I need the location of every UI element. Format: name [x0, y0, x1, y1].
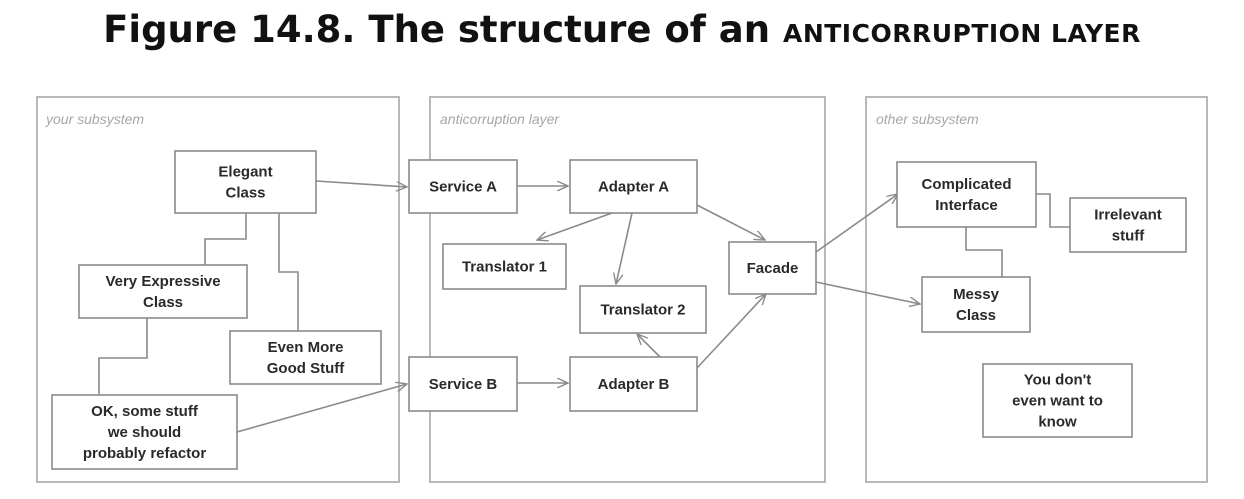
line-complicated-to-messy: [965, 227, 1003, 277]
box-text-line: we should: [107, 424, 181, 441]
line-elegant-to-very-expressive: [204, 213, 247, 265]
box-text-line: Adapter B: [598, 376, 670, 393]
box-text-line: Translator 2: [600, 302, 685, 319]
arrow-adapter-b-to-facade: [696, 294, 766, 369]
arrow-adapter-b-to-translator-2: [637, 334, 661, 358]
panel-label-your-subsystem: your subsystem: [45, 111, 144, 127]
box-text-service-b: Service B: [429, 376, 498, 393]
box-text-line: Class: [956, 307, 996, 324]
box-text-line: Service A: [429, 179, 497, 196]
box-text-line: Interface: [935, 197, 998, 214]
box-text-you-dont-even-want-to-know: You don't even want to know: [1012, 372, 1103, 431]
box-adapter-b: Adapter B: [569, 356, 698, 412]
box-text-line: know: [1038, 414, 1077, 431]
arrow-adapter-a-to-facade: [696, 204, 765, 240]
box-text-line: stuff: [1112, 228, 1145, 245]
line-complicated-to-irrelevant: [1036, 193, 1070, 228]
line-very-expressive-to-ok: [98, 318, 148, 395]
figure-title-smallcaps: ANTICORRUPTION LAYER: [782, 19, 1141, 48]
box-text-line: Class: [143, 294, 183, 311]
box-service-b: Service B: [408, 356, 518, 412]
arrow-adapter-a-to-translator-1: [537, 212, 613, 240]
arrow-elegant-to-service-a: [315, 180, 407, 187]
arrow-ok-to-service-b: [236, 384, 407, 433]
box-service-a: Service A: [408, 159, 518, 214]
figure-title: Figure 14.8. The structure of an ANTICOR…: [0, 8, 1244, 51]
box-text-adapter-b: Adapter B: [598, 376, 670, 393]
box-text-line: Adapter A: [598, 179, 669, 196]
box-text-line: You don't: [1024, 372, 1091, 389]
box-facade: Facade: [728, 241, 817, 295]
arrow-facade-to-messy: [815, 281, 920, 304]
arrows: [236, 180, 920, 433]
figure-title-main: Figure 14.8. The structure of an: [103, 8, 783, 51]
box-text-line: Even More: [268, 339, 344, 356]
box-text-line: probably refactor: [83, 445, 207, 462]
box-text-service-a: Service A: [429, 179, 497, 196]
box-text-line: even want to: [1012, 393, 1103, 410]
line-elegant-to-even-more: [278, 213, 299, 331]
box-you-dont-even-want-to-know: You don't even want to know: [982, 363, 1133, 438]
panel-label-other-subsystem: other subsystem: [876, 111, 979, 127]
box-text-adapter-a: Adapter A: [598, 179, 669, 196]
box-text-irrelevant-stuff: Irrelevant stuff: [1094, 207, 1162, 245]
box-irrelevant-stuff: Irrelevant stuff: [1069, 197, 1187, 253]
box-translator-1: Translator 1: [442, 243, 567, 290]
arrow-adapter-a-to-translator-2: [616, 212, 633, 284]
box-text-facade: Facade: [747, 260, 799, 277]
box-text-translator-2: Translator 2: [600, 302, 685, 319]
box-text-ok-some-stuff: OK, some stuff we should probably refactor: [83, 403, 207, 462]
box-text-line: OK, some stuff: [91, 403, 199, 420]
box-text-line: Good Stuff: [267, 360, 345, 377]
associations: [98, 193, 1070, 395]
arrow-facade-to-complicated: [815, 194, 898, 253]
box-text-line: Service B: [429, 376, 498, 393]
box-adapter-a: Adapter A: [569, 159, 698, 214]
panel-label-anticorruption-layer: anticorruption layer: [440, 111, 560, 127]
box-text-line: Translator 1: [462, 259, 547, 276]
box-text-line: Very Expressive: [105, 273, 220, 290]
box-text-line: Irrelevant: [1094, 207, 1162, 224]
box-translator-2: Translator 2: [579, 285, 707, 334]
box-text-line: Complicated: [921, 176, 1011, 193]
box-ok-some-stuff: OK, some stuff we should probably refactor: [51, 394, 238, 470]
box-text-line: Elegant: [218, 164, 272, 181]
box-text-line: Facade: [747, 260, 799, 277]
box-text-line: Class: [225, 185, 265, 202]
box-text-line: Messy: [953, 286, 1000, 303]
box-text-translator-1: Translator 1: [462, 259, 547, 276]
